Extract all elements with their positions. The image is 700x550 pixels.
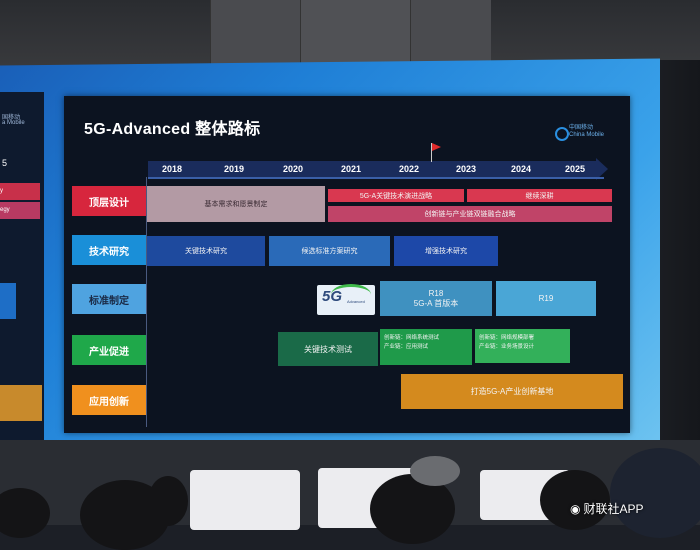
left-slide-bar	[0, 283, 16, 319]
category-tech-research: 技术研究	[72, 235, 146, 265]
weibo-icon: ◉	[570, 501, 581, 516]
category-top-design: 顶层设计	[72, 186, 146, 216]
bar-candidate-standard: 候选标准方案研究	[269, 236, 390, 266]
5g-logo-arc-icon	[331, 284, 371, 305]
bar-innovation-base: 打造5G-A产业创新基地	[401, 374, 623, 409]
bar-key-tech-test: 关键技术测试	[278, 332, 378, 366]
left-slide-logo-sub: a Mobile	[2, 120, 25, 126]
bar-dual-chain: 创新链与产业链双链融合战略	[328, 206, 612, 222]
year-label: 2019	[224, 164, 245, 174]
timeline-line	[148, 177, 604, 179]
industry-phase2-line2: 产业链：业务场景设计	[479, 344, 535, 350]
left-slide-bar	[0, 202, 40, 219]
timeline-bar	[148, 161, 596, 177]
bar-industry-phase2: 创新链：网络规模部署 产业链：业务场景设计	[475, 329, 570, 363]
flag-icon	[432, 143, 441, 151]
audience-head	[410, 456, 460, 486]
divider	[146, 177, 147, 427]
left-slide-fragment	[0, 92, 44, 442]
industry-phase1-line1: 创新链：网络系统测试	[384, 335, 440, 341]
audience-head	[610, 448, 700, 538]
bar-r18: R18 5G-A 首版本	[380, 281, 492, 316]
audience-head	[540, 470, 610, 530]
bar-key-research: 关键技术研究	[147, 236, 265, 266]
year-label: 2022	[399, 164, 420, 174]
bar-r19: R19	[496, 281, 596, 316]
china-mobile-logo-icon	[555, 127, 569, 141]
category-industry: 产业促进	[72, 335, 146, 365]
bar-requirements: 基本需求和愿景制定	[147, 186, 325, 222]
left-slide-bar	[0, 183, 40, 200]
category-application: 应用创新	[72, 385, 146, 415]
5g-logo-subtext: Advanced	[347, 299, 365, 304]
bar-evolution: 继续深耕	[467, 189, 612, 202]
industry-phase1-line2: 产业链：应用测试	[384, 344, 429, 350]
year-label: 2018	[162, 164, 183, 174]
left-slide-text: y	[0, 188, 3, 194]
left-slide-text: egy	[0, 207, 10, 213]
r18-sublabel: 5G-A 首版本	[413, 298, 459, 308]
bar-enhanced-research: 增强技术研究	[394, 236, 498, 266]
year-label: 2024	[511, 164, 532, 174]
left-slide-logo: 国移动	[2, 115, 21, 121]
5g-logo-text: 5G	[322, 288, 343, 305]
year-label: 2023	[456, 164, 477, 174]
year-label: 2021	[341, 164, 362, 174]
bar-key-strategy: 5G-A关键技术演进战略	[328, 189, 464, 202]
watermark-text: 财联社APP	[583, 502, 644, 516]
category-standards: 标准制定	[72, 284, 146, 314]
left-slide-year: 5	[2, 158, 8, 168]
watermark: ◉ 财联社APP	[570, 500, 644, 517]
year-label: 2025	[565, 164, 586, 174]
left-slide-bar	[0, 385, 42, 421]
r18-label: R18	[428, 288, 444, 298]
bar-industry-phase1: 创新链：网络系统测试 产业链：应用测试	[380, 329, 472, 365]
flag-pole	[431, 143, 432, 162]
year-label: 2020	[283, 164, 304, 174]
audience-head	[0, 488, 50, 538]
industry-phase2-line1: 创新链：网络规模部署	[479, 335, 535, 341]
timeline-arrow-icon	[596, 158, 608, 180]
chair	[190, 470, 300, 530]
slide-title: 5G-Advanced 整体路标	[84, 121, 261, 138]
audience-head	[148, 476, 188, 526]
